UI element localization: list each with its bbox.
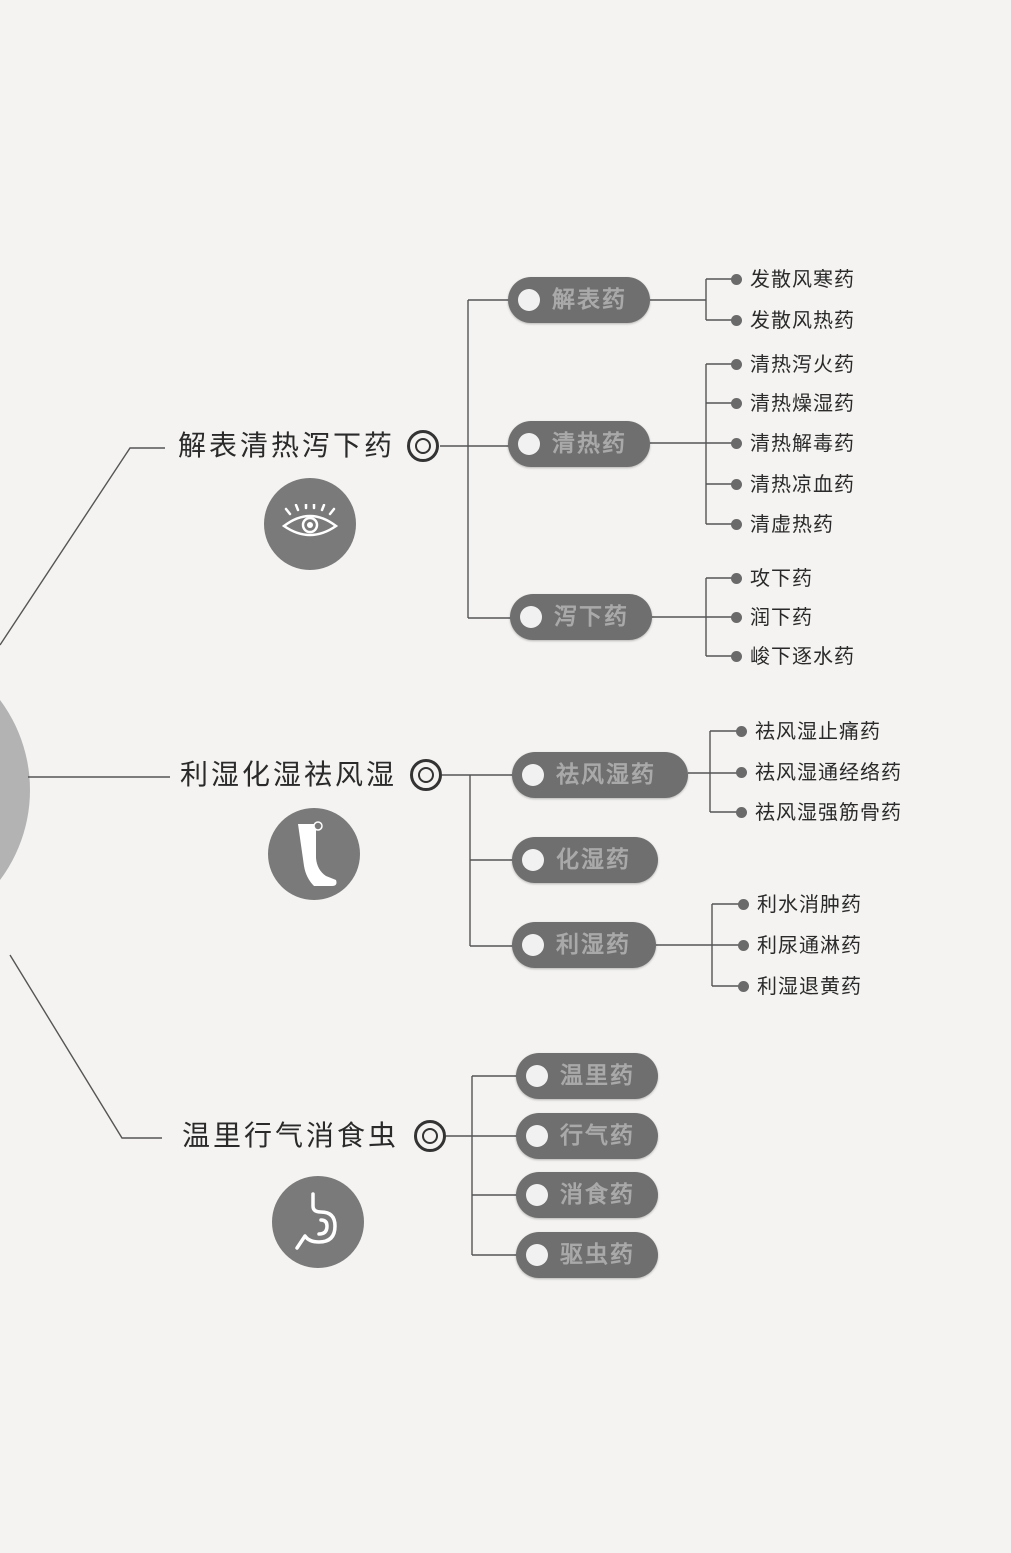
- category-pill[interactable]: 泻下药: [510, 594, 652, 640]
- category-label: 驱虫药: [560, 1241, 635, 1268]
- pill-dot-icon: [526, 1065, 548, 1087]
- category-pill[interactable]: 行气药: [516, 1113, 658, 1159]
- leaf-item: 利水消肿药: [738, 891, 862, 917]
- leaf-item: 发散风寒药: [731, 266, 855, 292]
- category-label: 行气药: [560, 1122, 635, 1149]
- leaf-item: 攻下药: [731, 565, 813, 591]
- category-label: 温里药: [560, 1062, 635, 1089]
- category-label: 消食药: [560, 1181, 635, 1208]
- bullet-icon: [731, 274, 742, 285]
- leaf-item: 发散风热药: [731, 307, 855, 333]
- bullet-icon: [736, 807, 747, 818]
- leaf-item: 润下药: [731, 604, 813, 630]
- bullet-icon: [731, 398, 742, 409]
- bullet-icon: [736, 767, 747, 778]
- bullet-icon: [736, 726, 747, 737]
- pill-dot-icon: [526, 1244, 548, 1266]
- leaf-item: 祛风湿止痛药: [736, 718, 881, 744]
- bullet-icon: [738, 940, 749, 951]
- leaf-item: 峻下逐水药: [731, 643, 855, 669]
- leaf-item: 祛风湿强筋骨药: [736, 799, 902, 825]
- category-label: 泻下药: [554, 603, 629, 630]
- stomach-icon: [272, 1176, 364, 1268]
- group-title-1: 解表清热泻下药: [178, 429, 396, 462]
- category-pill[interactable]: 利湿药: [512, 922, 656, 968]
- group-title-3: 温里行气消食虫: [182, 1119, 400, 1152]
- category-label: 化湿药: [556, 846, 631, 873]
- bullet-icon: [731, 519, 742, 530]
- bullet-icon: [731, 612, 742, 623]
- pill-dot-icon: [518, 433, 540, 455]
- leaf-item: 清热燥湿药: [731, 390, 855, 416]
- category-pill[interactable]: 温里药: [516, 1053, 658, 1099]
- pill-dot-icon: [522, 849, 544, 871]
- bullet-icon: [731, 315, 742, 326]
- group-title-2: 利湿化湿祛风湿: [180, 758, 398, 791]
- category-pill[interactable]: 祛风湿药: [512, 752, 688, 798]
- pill-dot-icon: [526, 1184, 548, 1206]
- bullet-icon: [731, 359, 742, 370]
- eye-icon: [264, 478, 356, 570]
- pill-dot-icon: [520, 606, 542, 628]
- pill-dot-icon: [522, 764, 544, 786]
- bullet-icon: [738, 981, 749, 992]
- leaf-item: 清热凉血药: [731, 471, 855, 497]
- node-ring-icon: [410, 759, 442, 791]
- pill-dot-icon: [526, 1125, 548, 1147]
- bullet-icon: [738, 899, 749, 910]
- leg-icon: [268, 808, 360, 900]
- pill-dot-icon: [518, 289, 540, 311]
- leaf-item: 利尿通淋药: [738, 932, 862, 958]
- category-label: 祛风湿药: [556, 761, 656, 788]
- category-label: 利湿药: [556, 931, 631, 958]
- category-pill[interactable]: 化湿药: [512, 837, 658, 883]
- leaf-item: 清热解毒药: [731, 430, 855, 456]
- leaf-item: 利湿退黄药: [738, 973, 862, 999]
- category-label: 解表药: [552, 286, 627, 313]
- category-label: 清热药: [552, 430, 627, 457]
- leaf-item: 清热泻火药: [731, 351, 855, 377]
- node-ring-icon: [414, 1120, 446, 1152]
- bullet-icon: [731, 479, 742, 490]
- category-pill[interactable]: 消食药: [516, 1172, 658, 1218]
- central-hub: [0, 700, 30, 880]
- category-pill[interactable]: 清热药: [508, 421, 650, 467]
- category-pill[interactable]: 驱虫药: [516, 1232, 658, 1278]
- bullet-icon: [731, 438, 742, 449]
- pill-dot-icon: [522, 934, 544, 956]
- leaf-item: 清虚热药: [731, 511, 834, 537]
- bullet-icon: [731, 573, 742, 584]
- node-ring-icon: [407, 430, 439, 462]
- category-pill[interactable]: 解表药: [508, 277, 650, 323]
- bullet-icon: [731, 651, 742, 662]
- leaf-item: 祛风湿通经络药: [736, 759, 902, 785]
